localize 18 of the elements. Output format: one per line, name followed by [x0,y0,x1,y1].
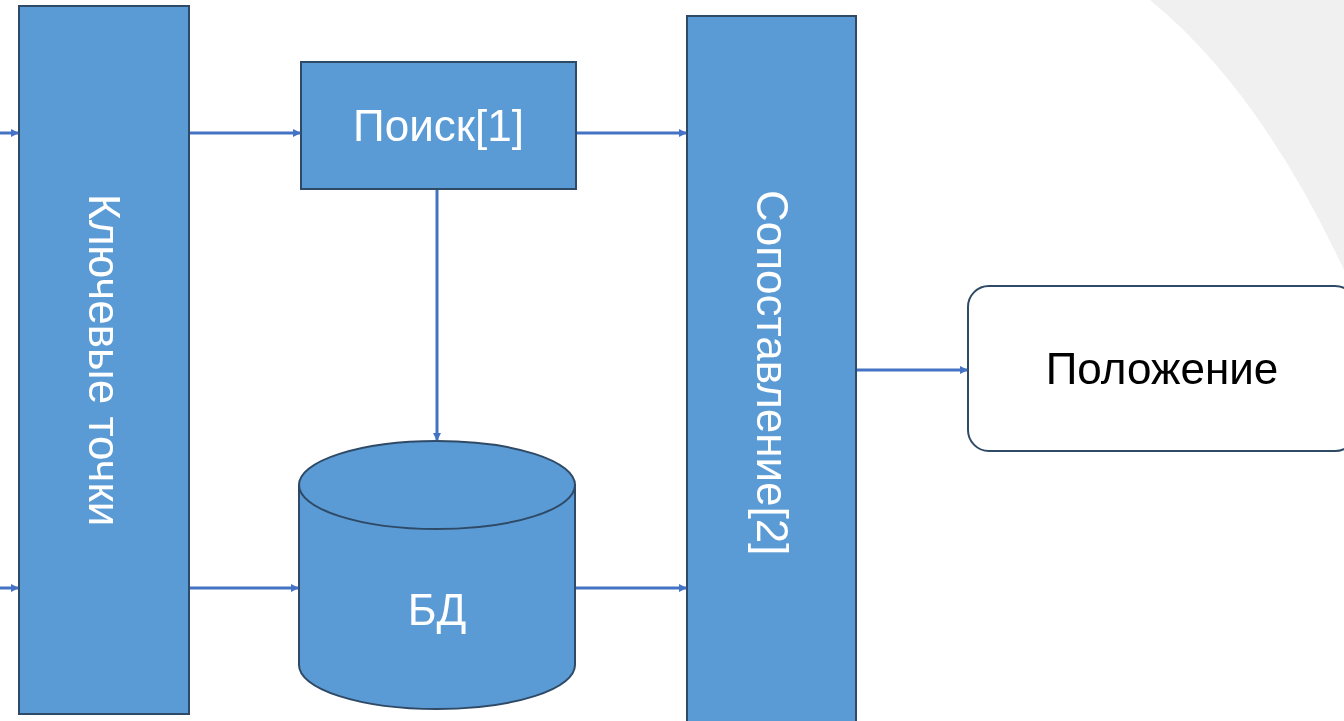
node-label: Сопоставление[2] [749,190,794,556]
output-box [967,285,1344,452]
node-label: Поиск[1] [353,103,524,148]
node-label: БД [407,588,467,632]
arrow [576,584,687,592]
arrow [857,366,968,374]
database-cylinder [298,440,576,710]
arrow [190,129,301,137]
arrow [190,584,299,592]
process-bar [686,15,857,721]
process-bar [18,5,190,715]
arrow [577,129,687,137]
arrow [433,190,441,441]
arrow [0,129,19,137]
arrow [0,584,19,592]
node-label: Положение [1045,346,1279,391]
process-box [300,61,577,190]
node-label: Ключевые точки [82,193,126,527]
